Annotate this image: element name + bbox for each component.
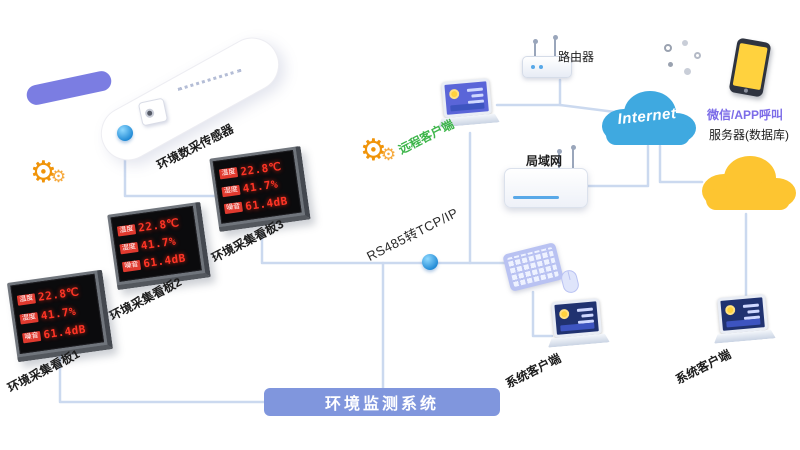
- network-node-dot-center: [422, 254, 438, 270]
- led-screen: 温度 22.8℃ 湿度 41.7% 噪音 61.4dB: [212, 150, 302, 224]
- led-value: 61.4dB: [142, 251, 187, 271]
- gear-big-icon: ⚙: [30, 155, 57, 190]
- led-value: 22.8℃: [137, 216, 181, 235]
- keyboard-keys: [507, 246, 559, 288]
- speck-dot: [684, 68, 691, 75]
- laptop-screen: [717, 293, 769, 335]
- led-value: 41.7%: [139, 234, 178, 253]
- system-client-laptop-right: [710, 293, 776, 343]
- led-tag: 温度: [116, 223, 137, 237]
- led-tag: 湿度: [119, 241, 139, 254]
- dashboard-circle-chart: [558, 308, 570, 320]
- phone-screen: [732, 42, 768, 91]
- router-led: [539, 65, 543, 69]
- led-value: 22.8℃: [239, 159, 283, 178]
- sensor-lens: [144, 107, 155, 119]
- led-value: 41.7%: [241, 177, 280, 196]
- dashboard-panel: [560, 322, 595, 332]
- led-value: 41.7%: [39, 304, 78, 323]
- router-icon: [522, 35, 574, 80]
- gear-big-icon: ⚙: [360, 133, 387, 168]
- gear-small-icon: ⚙: [380, 145, 397, 165]
- network-node-dot-left: [117, 125, 133, 141]
- lan-router-icon: [504, 145, 590, 212]
- led-board-3: 温度 22.8℃ 湿度 41.7% 噪音 61.4dB: [209, 145, 311, 233]
- led-board-2: 温度 22.8℃ 湿度 41.7% 噪音 61.4dB: [107, 201, 211, 291]
- router-led: [531, 65, 535, 69]
- led-tag: 湿度: [221, 184, 241, 197]
- dashboard-bar: [747, 309, 760, 314]
- gear-icon-left: ⚙⚙: [30, 158, 66, 188]
- gear-icon-right: ⚙⚙: [360, 136, 396, 166]
- dashboard-bar: [466, 87, 484, 92]
- laptop-screen: [441, 77, 493, 119]
- dashboard-bar: [471, 93, 484, 98]
- server-cloud: [696, 148, 798, 216]
- led-screen: 温度 22.8℃ 湿度 41.7% 噪音 61.4dB: [10, 273, 105, 354]
- system-title-banner: 环境监测系统: [264, 388, 500, 416]
- speck-dot: [694, 52, 701, 59]
- gear-small-icon: ⚙: [50, 167, 67, 187]
- dashboard-circle-chart: [724, 304, 736, 316]
- led-row-noise: 噪音 61.4dB: [21, 321, 98, 344]
- dashboard-bar: [742, 303, 760, 308]
- wechat-app-call-label: 微信/APP呼叫: [706, 108, 783, 122]
- lan-strip: [513, 196, 559, 199]
- antenna-icon: [532, 39, 538, 57]
- dashboard-bar: [581, 313, 594, 318]
- antenna-icon: [552, 35, 558, 57]
- led-tag: 温度: [218, 167, 239, 180]
- internet-cloud: Internet: [596, 84, 698, 150]
- router-label: 路由器: [558, 50, 595, 64]
- dashboard-circle-chart: [448, 88, 460, 100]
- antenna-icon: [556, 149, 562, 169]
- led-tag: 噪音: [21, 330, 42, 343]
- antenna-icon: [570, 145, 576, 169]
- dashboard-bar: [576, 307, 594, 312]
- led-value: 61.4dB: [42, 322, 87, 342]
- phone-home-button: [743, 88, 749, 93]
- speck-dot: [682, 40, 688, 46]
- server-database-label: 服务器(数据库): [709, 128, 789, 142]
- cloud-shape: [602, 91, 696, 145]
- lan-body: [504, 168, 588, 208]
- dashboard-panel: [450, 102, 485, 112]
- speck-dot: [664, 44, 672, 52]
- router-body: [522, 56, 572, 78]
- led-board-1: 温度 22.8℃ 湿度 41.7% 噪音 61.4dB: [6, 269, 114, 363]
- led-tag: 湿度: [19, 311, 39, 325]
- led-tag: 噪音: [121, 259, 142, 272]
- led-tag: 温度: [16, 292, 36, 306]
- laptop-screen: [551, 297, 603, 339]
- led-value: 61.4dB: [244, 193, 289, 213]
- dashboard-panel: [726, 318, 761, 328]
- led-value: 22.8℃: [37, 285, 81, 304]
- led-tag: 噪音: [223, 201, 243, 215]
- system-client-laptop-left: [544, 297, 610, 347]
- cloud-shape: [702, 156, 796, 210]
- speck-dot: [668, 62, 673, 67]
- led-screen: 温度 22.8℃ 湿度 41.7% 噪音 61.4dB: [110, 205, 202, 282]
- lan-label: 局域网: [526, 154, 563, 168]
